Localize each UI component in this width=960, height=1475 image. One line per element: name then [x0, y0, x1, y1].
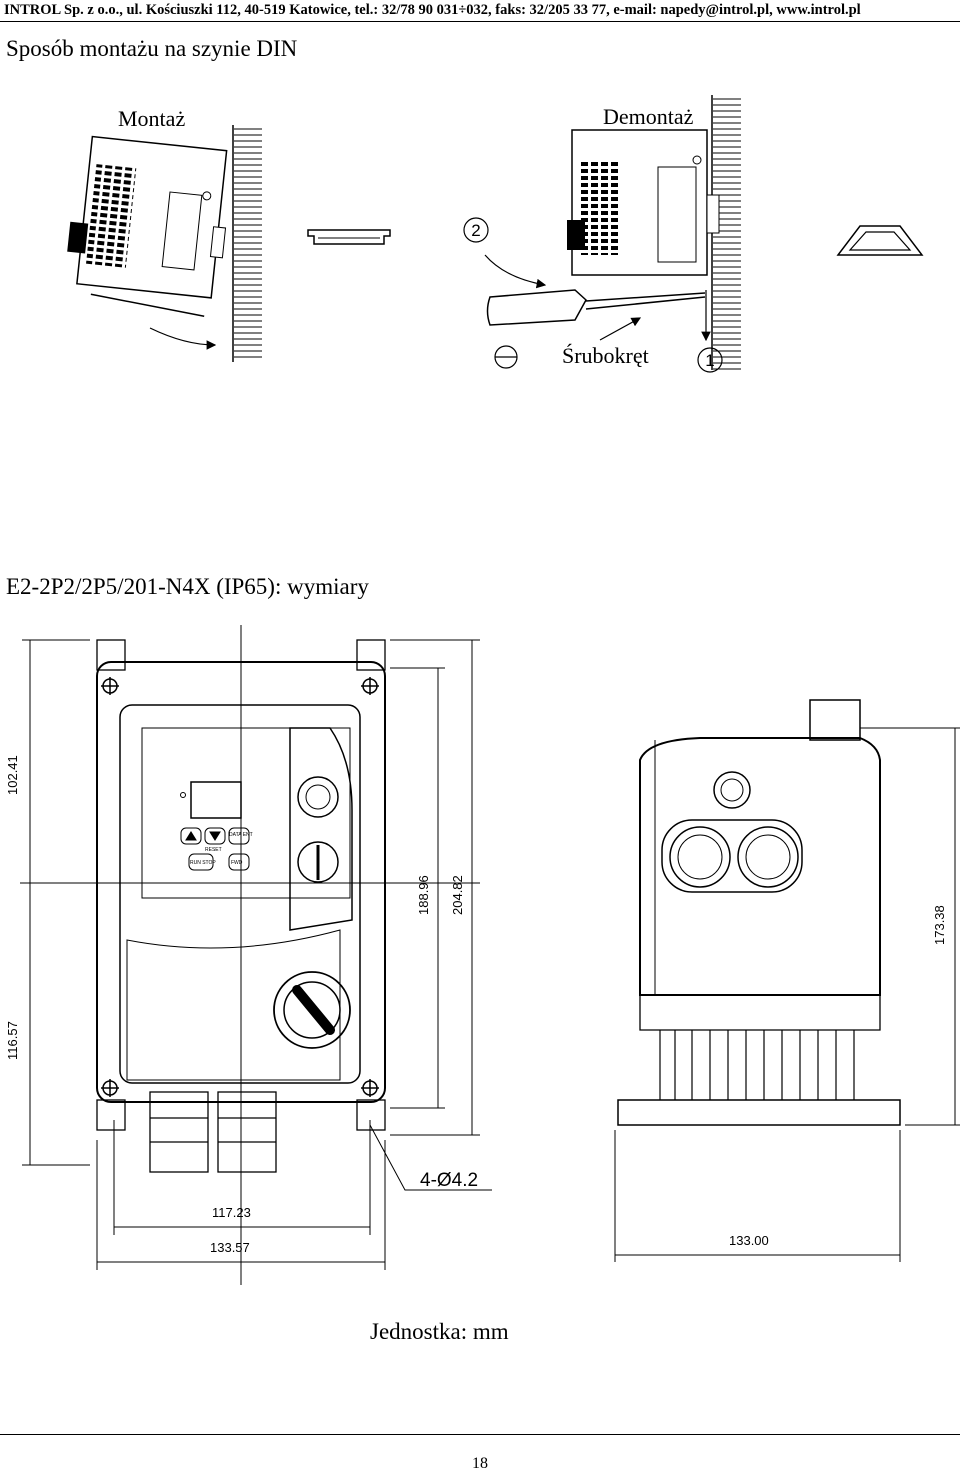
dim-133-00: 133.00 [729, 1233, 769, 1248]
page-number: 18 [472, 1455, 488, 1472]
dim-102-41: 102.41 [5, 755, 20, 795]
unit-label: Jednostka: mm [370, 1319, 509, 1344]
dismount-drive [567, 129, 720, 276]
footer-rule [0, 1434, 960, 1435]
mount-label: Montaż [118, 106, 186, 131]
section-title-din-mounting: Sposób montażu na szynie DIN [6, 36, 298, 61]
mount-drive [67, 135, 228, 317]
front-view [96, 639, 386, 1173]
dim-holes: 4-Ø4.2 [420, 1170, 478, 1191]
step-2-badge: 2 [463, 217, 489, 243]
step-1-badge: 1 [697, 347, 723, 373]
din-rail-section [307, 229, 391, 245]
header-rule [0, 21, 960, 22]
din-mounting-illustration: 2 1 [67, 95, 924, 373]
svg-text:1: 1 [705, 351, 714, 370]
center-lines [20, 625, 480, 1285]
side-view [617, 699, 901, 1126]
dismount-label: Demontaż [603, 104, 694, 129]
key-run-stop: RUN STOP [190, 860, 216, 866]
dim-204-82: 204.82 [450, 875, 465, 915]
front-dimension-lines [22, 639, 492, 1270]
dim-188-96: 188.96 [416, 875, 431, 915]
mount-wall [232, 125, 262, 362]
dim-133-57: 133.57 [210, 1240, 250, 1255]
side-dimension-lines [614, 727, 960, 1262]
key-reset: RESET [205, 847, 222, 853]
flat-screw-icon [494, 345, 518, 369]
din-release-clip [836, 225, 924, 256]
dim-116-57: 116.57 [5, 1021, 20, 1060]
dim-173-38: 173.38 [932, 905, 947, 945]
page-header: INTROL Sp. z o.o., ul. Kościuszki 112, 4… [4, 2, 861, 18]
svg-text:2: 2 [471, 221, 480, 240]
screwdriver-label: Śrubokręt [562, 343, 649, 368]
key-data-ent: DATA ENT [229, 832, 253, 838]
dim-117-23: 117.23 [212, 1205, 251, 1220]
screwdriver-icon [486, 289, 706, 326]
section-title-dimensions: E2-2P2/2P5/201-N4X (IP65): wymiary [6, 574, 369, 599]
key-fwd: FWD [231, 860, 243, 866]
